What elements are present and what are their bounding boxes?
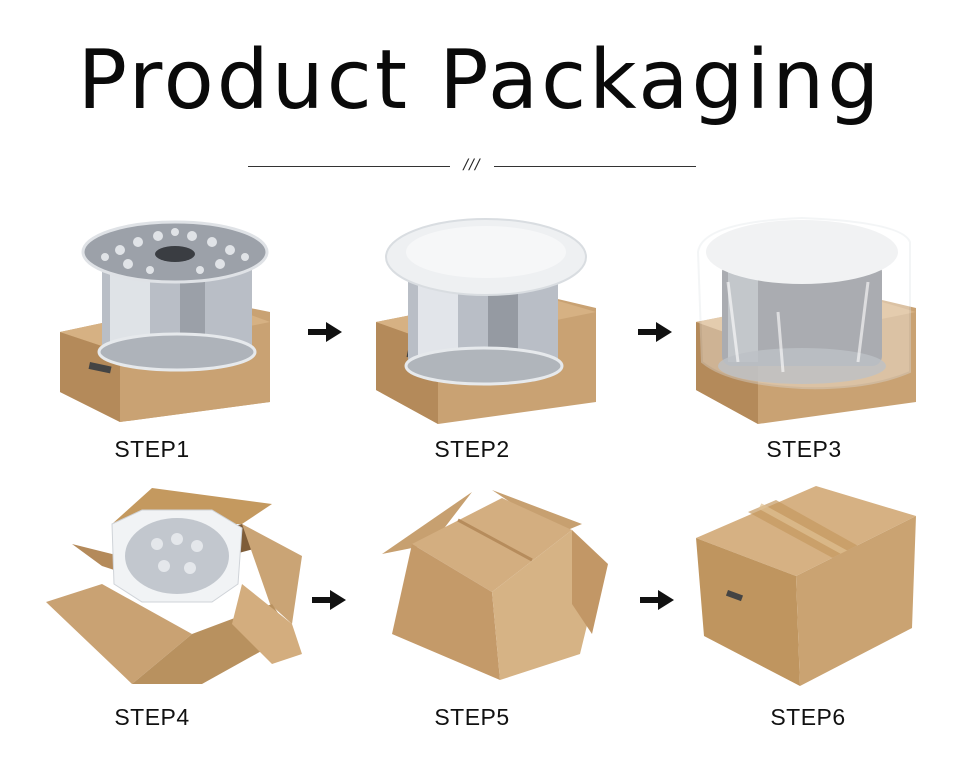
divider-right <box>494 166 696 167</box>
arrow-right-icon <box>640 590 674 610</box>
step-3-image <box>688 212 948 432</box>
step-5-image <box>372 484 632 704</box>
step-1-image <box>50 212 310 432</box>
divider-mark: /// <box>463 157 481 173</box>
step-5-label: STEP5 <box>434 704 510 730</box>
arrow-right-icon <box>638 322 672 342</box>
step-3-label: STEP3 <box>766 436 842 462</box>
page-title: Product Packaging <box>77 33 883 128</box>
step-2-label: STEP2 <box>434 436 510 462</box>
step-4-label: STEP4 <box>114 704 190 730</box>
arrow-right-icon <box>308 322 342 342</box>
arrow-right-icon <box>312 590 346 610</box>
step-1-label: STEP1 <box>114 436 190 462</box>
step-2-image <box>368 212 628 432</box>
step-4-image <box>42 484 302 704</box>
step-6-label: STEP6 <box>770 704 846 730</box>
divider-left <box>248 166 450 167</box>
step-6-image <box>688 476 948 696</box>
